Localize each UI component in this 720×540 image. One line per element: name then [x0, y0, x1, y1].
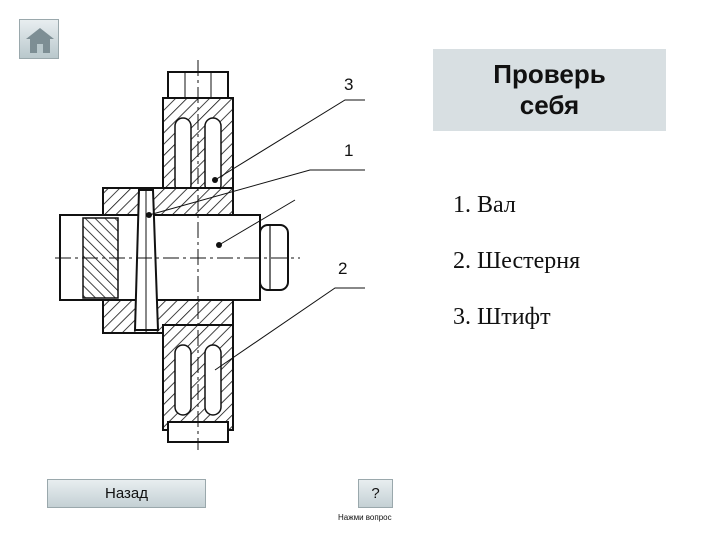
question-hint: Нажми вопрос [338, 513, 392, 522]
answer-list: 1. Вал 2. Шестерня 3. Штифт [453, 190, 580, 358]
back-button[interactable]: Назад [47, 479, 206, 508]
check-yourself-panel: Проверь себя [433, 49, 666, 131]
callout-1: 1 [344, 141, 354, 160]
answer-item-3: 3. Штифт [453, 304, 551, 330]
home-button[interactable] [19, 19, 59, 59]
callout-3: 3 [344, 75, 354, 94]
answer-item-2: 2. Шестерня [453, 248, 581, 274]
question-button[interactable]: ? [358, 479, 393, 508]
callout-2: 2 [338, 259, 348, 278]
gear-assembly-drawing [55, 60, 365, 450]
panel-title: Проверь себя [493, 59, 606, 120]
home-icon [26, 28, 54, 53]
answer-item-1: 1. Вал [453, 192, 516, 218]
